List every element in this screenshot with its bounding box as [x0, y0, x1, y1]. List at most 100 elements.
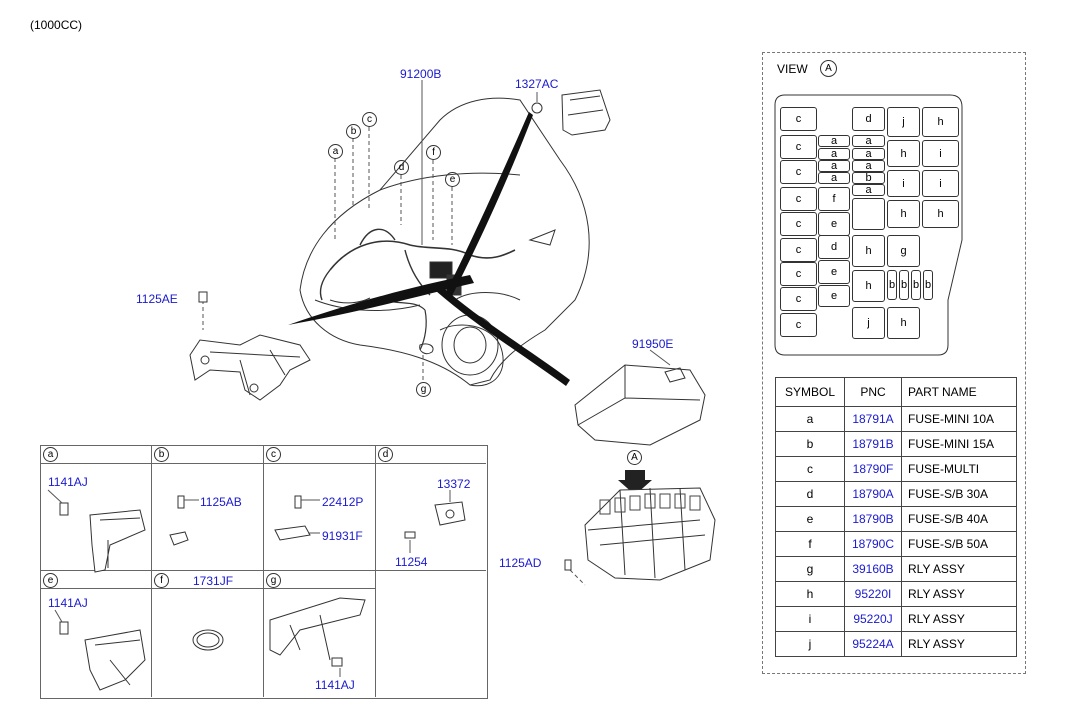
fuse-slot-label: a	[865, 160, 872, 172]
pnc-link[interactable]: 18790F	[844, 456, 902, 482]
symbol-cell: b	[775, 431, 845, 457]
fuse-slot-label: h	[900, 147, 907, 160]
panel-a-part: 1141AJ	[48, 475, 88, 489]
panel-c-part-2: 91931F	[322, 529, 363, 543]
view-a-panel	[762, 52, 1026, 674]
fuse-slot: a	[852, 184, 885, 196]
fuse-slot-label: a	[865, 148, 872, 160]
part-name-cell: RLY ASSY	[901, 556, 1017, 582]
panel-c-part-1: 22412P	[322, 495, 364, 509]
col-header-symbol: SYMBOL	[775, 377, 845, 407]
view-tag-circle: A	[820, 60, 837, 77]
fuse-slot: c	[780, 262, 817, 286]
symbol-cell: e	[775, 506, 845, 532]
symbol-cell: i	[775, 606, 845, 632]
fuse-slot-label: c	[795, 268, 802, 280]
fuse-slot-label: c	[795, 244, 802, 256]
fuse-slot: b	[911, 270, 921, 300]
fuse-slot: i	[922, 170, 959, 197]
fuse-slot-label: a	[865, 135, 872, 147]
symbol-cell: j	[775, 631, 845, 657]
fuse-slot-label: e	[830, 266, 838, 278]
symbol-cell: f	[775, 531, 845, 557]
fuse-slot-label: d	[865, 113, 872, 125]
grid-divider	[263, 445, 264, 697]
pnc-link[interactable]: 95220J	[844, 606, 902, 632]
fuse-slot: c	[780, 107, 817, 131]
pnc-link[interactable]: 18790A	[844, 481, 902, 507]
fuse-slot-label: i	[939, 147, 942, 160]
panel-tag-d: d	[378, 447, 393, 462]
part-name-cell: RLY ASSY	[901, 631, 1017, 657]
pnc-link[interactable]: 18791A	[844, 406, 902, 432]
panel-e-part: 1141AJ	[48, 596, 88, 610]
arrow-tag-circle: A	[627, 450, 642, 465]
fuse-slot-label: d	[830, 241, 838, 253]
part-name-cell: RLY ASSY	[901, 581, 1017, 607]
pnc-link[interactable]: 18790C	[844, 531, 902, 557]
fuse-slot-label: c	[795, 166, 802, 178]
callout-circle-b: b	[346, 124, 361, 139]
relay-nut-label: 1327AC	[515, 77, 559, 91]
fuse-slot: b	[923, 270, 933, 300]
grid-divider	[375, 571, 376, 697]
fuse-slot: h	[852, 235, 885, 267]
panel-tag-c: c	[266, 447, 281, 462]
pnc-link[interactable]: 18791B	[844, 431, 902, 457]
fuse-slot-label: h	[900, 208, 907, 220]
fuse-slot-label: c	[795, 193, 802, 205]
fuse-slot: h	[887, 307, 920, 339]
fuse-slot: h	[887, 140, 920, 167]
fuse-slot-label: h	[865, 280, 872, 292]
cover-label: 91950E	[632, 337, 674, 351]
symbol-cell: h	[775, 581, 845, 607]
pnc-link[interactable]: 18790B	[844, 506, 902, 532]
fuse-slot: b	[852, 172, 885, 184]
fuse-slot: c	[780, 160, 817, 184]
fuse-slot-label: a	[830, 148, 838, 160]
part-name-cell: FUSE-S/B 40A	[901, 506, 1017, 532]
fuse-slot-label: e	[830, 218, 838, 230]
fuse-slot-label: a	[830, 172, 838, 184]
fuse-slot-label: b	[888, 279, 896, 291]
pnc-link[interactable]: 95220I	[844, 581, 902, 607]
fuse-slot-label: c	[795, 141, 802, 153]
callout-circle-d: d	[394, 160, 409, 175]
harness-part-label: 91200B	[400, 67, 442, 81]
panel-tag-b: b	[154, 447, 169, 462]
fuse-slot-label: c	[795, 293, 802, 305]
fuse-slot-label: f	[832, 193, 836, 205]
fuse-slot-label: h	[865, 245, 872, 257]
panel-tag-a: a	[43, 447, 58, 462]
fuse-slot: h	[887, 200, 920, 228]
fuse-slot-label: e	[830, 290, 838, 302]
fuse-slot-label: a	[830, 160, 838, 172]
fuse-slot-label: a	[830, 135, 838, 147]
bolt-box-label: 1125AD	[499, 556, 542, 570]
callout-circle-a: a	[328, 144, 343, 159]
grid-empty-corner	[375, 571, 486, 697]
panel-tag-e: e	[43, 573, 58, 588]
fuse-slot: c	[780, 135, 817, 159]
fuse-slot-empty	[852, 198, 885, 230]
variant-label: (1000CC)	[30, 18, 83, 32]
symbol-cell: g	[775, 556, 845, 582]
fuse-slot: c	[780, 287, 817, 311]
pnc-link[interactable]: 95224A	[844, 631, 902, 657]
fuse-slot: b	[887, 270, 897, 300]
grid-divider	[375, 445, 376, 571]
pnc-link[interactable]: 39160B	[844, 556, 902, 582]
fuse-slot-label: c	[795, 319, 802, 331]
fuse-slot: e	[818, 212, 850, 236]
grid-divider	[40, 588, 375, 589]
part-name-cell: FUSE-MINI 15A	[901, 431, 1017, 457]
symbol-cell: d	[775, 481, 845, 507]
callout-circle-g: g	[416, 382, 431, 397]
